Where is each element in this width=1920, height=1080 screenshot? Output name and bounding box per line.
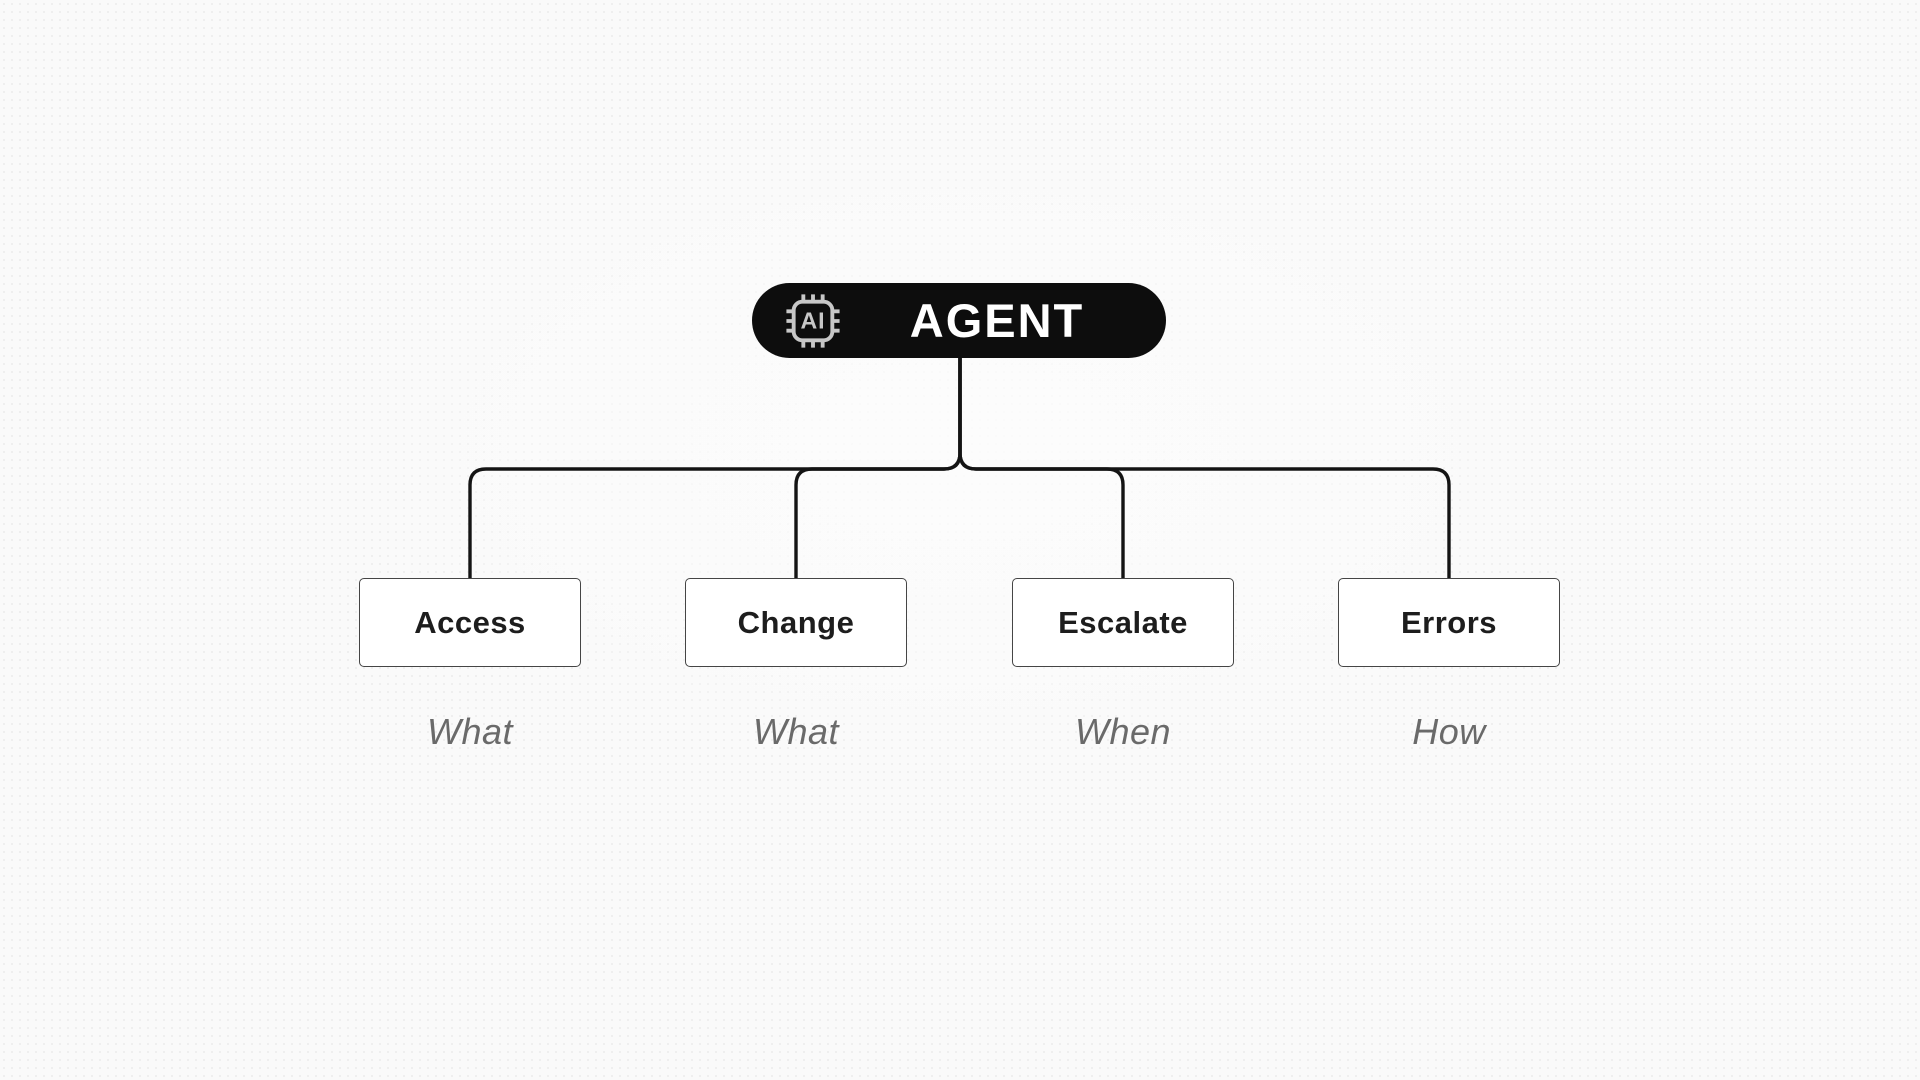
connector-agent-errors xyxy=(958,357,1451,579)
annotation-escalate: When xyxy=(1074,711,1172,752)
agent-node: AI AGENT xyxy=(752,283,1166,358)
node-access: Access xyxy=(359,578,581,667)
node-errors: Errors xyxy=(1338,578,1560,667)
ai-chip-icon-text: AI xyxy=(800,307,825,333)
node-change: Change xyxy=(685,578,907,667)
node-escalate: Escalate xyxy=(1012,578,1234,667)
annotation-change: What xyxy=(752,711,840,752)
node-errors-label: Errors xyxy=(1400,604,1498,640)
annotation-errors: How xyxy=(1412,711,1486,752)
agent-node-label: AGENT xyxy=(909,294,1085,347)
ai-chip-icon: AI xyxy=(786,293,840,348)
connector-agent-change xyxy=(794,357,962,579)
node-change-label: Change xyxy=(737,604,855,640)
node-access-label: Access xyxy=(414,604,526,640)
annotation-access: What xyxy=(426,711,514,752)
node-escalate-label: Escalate xyxy=(1058,604,1188,640)
